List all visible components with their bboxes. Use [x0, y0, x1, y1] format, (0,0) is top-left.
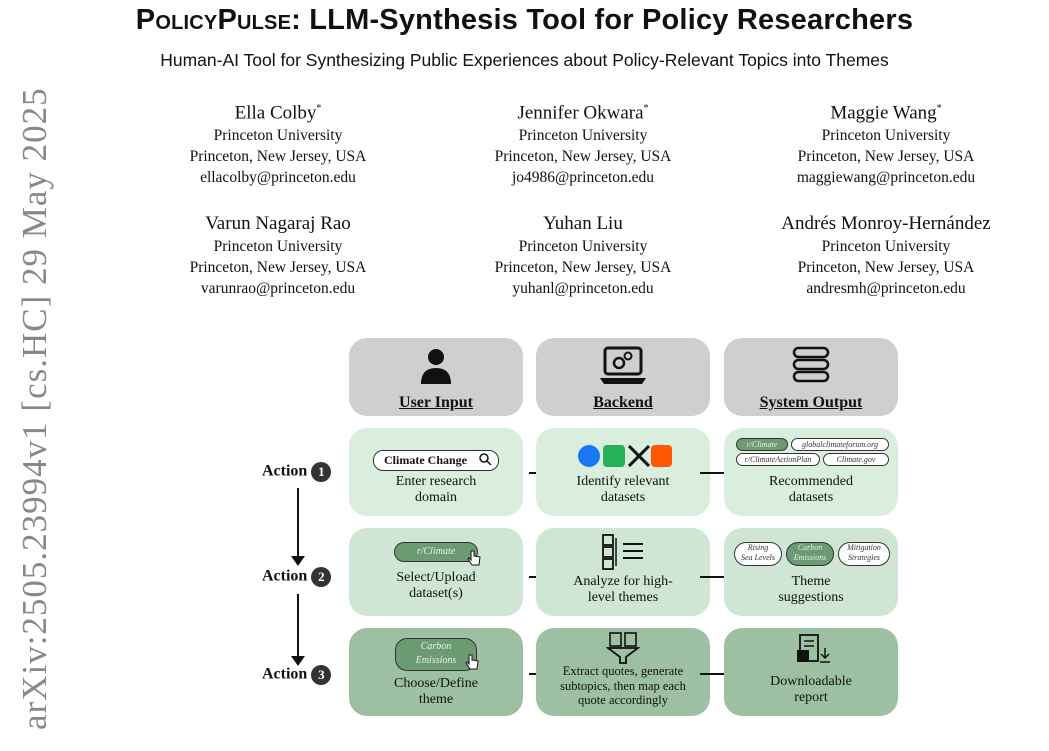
dataset-pill: r/ClimateActionPlan: [736, 453, 820, 466]
author-university: Princeton University: [821, 238, 951, 255]
author-name: Maggie Wang: [830, 102, 937, 124]
row3-system-output: Downloadable report: [724, 628, 898, 716]
author-block: Yuhan Liu Princeton University Princeton…: [438, 212, 728, 299]
author-location: Princeton, New Jersey, USA: [494, 148, 672, 166]
step-number: 3: [311, 665, 332, 685]
title-rest: : LLM-Synthesis Tool for Policy Research…: [291, 4, 914, 36]
row1-output-label: Recommended datasets: [769, 474, 853, 505]
hand-cursor-icon: [467, 550, 481, 566]
report-download-icon: [797, 634, 830, 663]
search-icon: [479, 453, 492, 466]
laptop-gear-icon: [600, 346, 646, 384]
dataset-chip: r/Climate: [394, 542, 478, 562]
row1-user-input: Climate Change Enter research domain: [349, 428, 523, 516]
paper-title: PolicyPulse: LLM-Synthesis Tool for Poli…: [0, 4, 1049, 37]
author-block: Andrés Monroy-Hernández Princeton Univer…: [741, 212, 1031, 299]
header-backend: Backend: [536, 338, 710, 416]
equal-contribution-mark: *: [643, 103, 649, 114]
author-location: Princeton, New Jersey, USA: [189, 148, 367, 166]
author-block: Ella Colby* Princeton University Princet…: [133, 97, 423, 188]
row2-backend: Analyze for high- level themes: [536, 528, 710, 616]
header-user-input: User Input: [349, 338, 523, 416]
header-label: User Input: [399, 394, 473, 411]
author-block: Maggie Wang* Princeton University Prince…: [741, 97, 1031, 188]
author-email: jo4986@princeton.edu: [511, 169, 655, 187]
row2-output-label: Theme suggestions: [778, 574, 844, 605]
down-arrow: [291, 594, 305, 666]
dataset-pill: Climate.gov: [823, 453, 889, 466]
row3-input-label: Choose/Define theme: [394, 676, 478, 707]
step-number: 2: [311, 567, 332, 587]
x-icon: [627, 444, 651, 468]
row3-backend-label: Extract quotes, generate subtopics, then…: [560, 664, 686, 707]
author-block: Jennifer Okwara* Princeton University Pr…: [438, 97, 728, 188]
author-name: Ella Colby: [234, 102, 317, 124]
paper-subtitle: Human-AI Tool for Synthesizing Public Ex…: [160, 50, 889, 70]
facebook-icon: [578, 445, 600, 467]
tool-name: PolicyPulse: [135, 4, 292, 36]
dataset-pill: globalclimateforum.org: [791, 438, 889, 451]
row1-input-label: Enter research domain: [395, 474, 477, 505]
author-university: Princeton University: [518, 238, 648, 255]
author-name: Varun Nagaraj Rao: [205, 213, 351, 234]
author-location: Princeton, New Jersey, USA: [189, 259, 367, 276]
header-label: System Output: [759, 394, 863, 411]
author-university: Princeton University: [213, 127, 343, 145]
author-block: Varun Nagaraj Rao Princeton University P…: [133, 212, 423, 299]
search-input: Climate Change: [373, 450, 499, 471]
row3-output-label: Downloadable report: [770, 674, 852, 705]
row1-backend-label: Identify relevant datasets: [576, 474, 670, 505]
filter-documents-icon: [606, 632, 640, 664]
author-location: Princeton, New Jersey, USA: [797, 259, 975, 276]
person-icon: [421, 349, 451, 384]
dataset-pill: r/Climate: [736, 438, 788, 451]
down-arrow: [291, 488, 305, 566]
equal-contribution-mark: *: [316, 103, 322, 114]
author-location: Princeton, New Jersey, USA: [494, 259, 672, 276]
author-university: Princeton University: [821, 127, 951, 145]
author-name: Andrés Monroy-Hernández: [781, 213, 991, 234]
row1-system-output: r/Climate globalclimateforum.org r/Clima…: [724, 428, 898, 516]
reddit-icon: [651, 445, 672, 467]
author-name: Yuhan Liu: [543, 213, 623, 234]
header-system-output: System Output: [724, 338, 898, 416]
author-university: Princeton University: [213, 238, 343, 255]
author-name: Jennifer Okwara: [517, 102, 644, 124]
search-value: Climate Change: [384, 453, 467, 467]
author-email: andresmh@princeton.edu: [806, 280, 966, 297]
social-platforms-icon: [578, 444, 672, 468]
header-label: Backend: [593, 394, 653, 411]
author-university: Princeton University: [518, 127, 648, 145]
row3-backend: Extract quotes, generate subtopics, then…: [536, 628, 710, 716]
nextdoor-icon: [603, 445, 625, 467]
author-email: maggiewang@princeton.edu: [796, 169, 976, 187]
author-location: Princeton, New Jersey, USA: [797, 148, 975, 166]
author-email: yuhanl@princeton.edu: [512, 280, 654, 297]
documents-list-icon: [602, 534, 643, 570]
row1-backend: Identify relevant datasets: [536, 428, 710, 516]
equal-contribution-mark: *: [936, 103, 942, 114]
row2-backend-label: Analyze for high- level themes: [573, 574, 673, 605]
database-icon: [792, 346, 830, 383]
hand-cursor-icon: [465, 654, 479, 670]
step-number: 1: [311, 462, 332, 482]
author-email: ellacolby@princeton.edu: [200, 169, 356, 187]
arxiv-identifier: arXiv:2505.23994v1 [cs.HC] 29 May 2025: [15, 87, 54, 730]
row2-input-label: Select/Upload dataset(s): [396, 570, 476, 601]
row2-user-input: r/Climate Select/Upload dataset(s): [349, 528, 523, 616]
author-email: varunrao@princeton.edu: [200, 280, 356, 297]
